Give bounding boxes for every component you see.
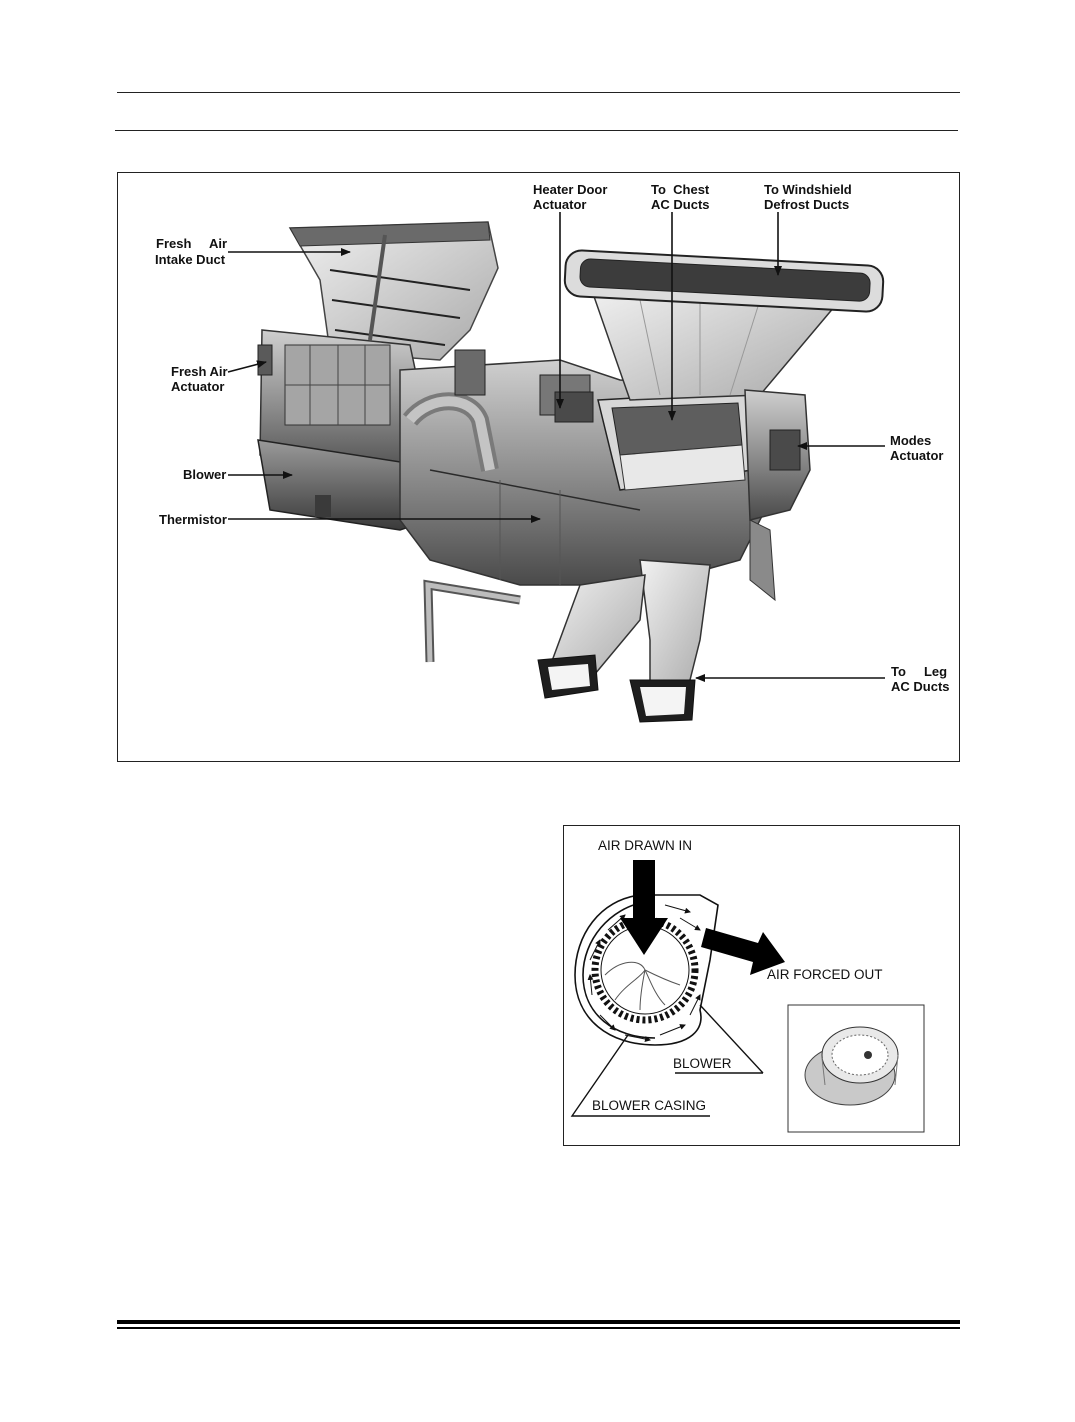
blower-casing-outline	[574, 894, 719, 1046]
label-to-leg-line2: AC Ducts	[891, 679, 950, 694]
footer-rule-thin	[117, 1327, 960, 1329]
blower-wheel-photo-inset	[787, 1004, 925, 1133]
leader-lines	[227, 212, 885, 682]
label-air-forced-out: AIR FORCED OUT	[767, 967, 883, 982]
windshield-defrost-duct	[563, 249, 885, 401]
label-to-windshield-line2: Defrost Ducts	[764, 197, 850, 212]
blower-diagram-leaders	[570, 1004, 764, 1117]
label-to-windshield-line1: To Windshield	[764, 182, 852, 197]
label-fresh-air-actuator-line1: Fresh Air	[171, 364, 228, 379]
drain-pipe	[423, 579, 521, 663]
label-blower-casing: BLOWER CASING	[592, 1098, 707, 1113]
chest-ac-duct-outlet	[597, 391, 753, 491]
label-modes-actuator-line2: Actuator	[890, 448, 944, 463]
hvac-unit-illustration	[227, 212, 885, 723]
label-thermistor: Thermistor	[159, 512, 227, 527]
air-drawn-in-arrow	[620, 860, 668, 955]
label-fresh-air-intake-duct-line1: Fresh Air	[156, 236, 228, 251]
label-modes-actuator-line1: Modes	[890, 433, 932, 448]
label-fresh-air-actuator-line2: Actuator	[171, 379, 225, 394]
airflow-swirl-arrows	[587, 904, 701, 1042]
footer-rule-thick	[117, 1320, 960, 1324]
label-fresh-air-intake-duct-line2: Intake Duct	[155, 252, 226, 267]
header-rule-top	[117, 92, 960, 93]
air-forced-out-arrow	[701, 928, 785, 975]
header-rule-bottom	[115, 130, 958, 131]
label-blower-diagram: BLOWER	[673, 1056, 732, 1071]
label-heater-door-actuator-line1: Heater Door	[533, 182, 608, 197]
fresh-air-intake-duct	[288, 221, 499, 361]
label-air-drawn-in: AIR DRAWN IN	[598, 838, 692, 853]
label-blower: Blower	[183, 467, 227, 482]
leg-ac-ducts	[537, 559, 711, 723]
label-heater-door-actuator-line2: Actuator	[533, 197, 587, 212]
label-to-leg-line1: To Leg	[891, 664, 948, 679]
label-to-chest-line1: To Chest	[651, 182, 710, 197]
modes-actuator-block	[744, 389, 811, 602]
label-to-chest-line2: AC Ducts	[651, 197, 710, 212]
